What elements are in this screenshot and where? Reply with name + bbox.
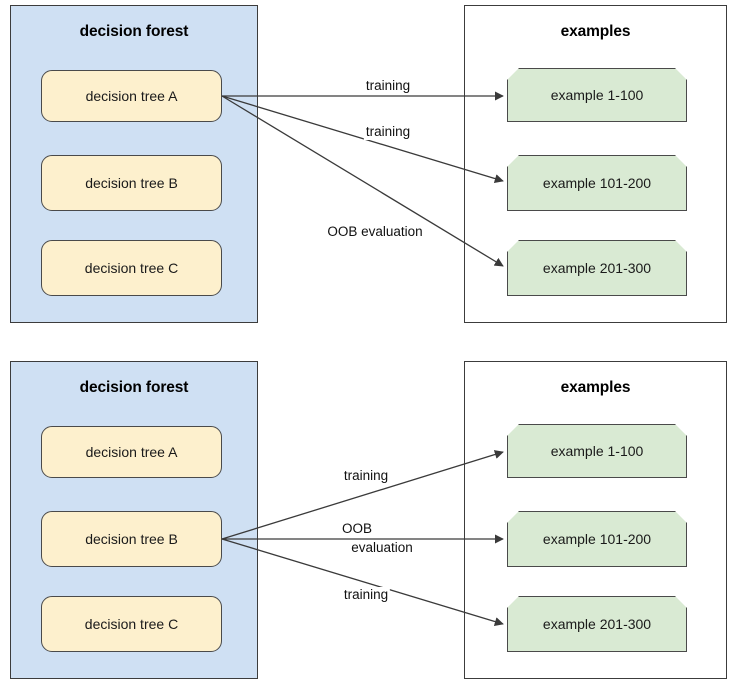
edge-label-oob: OOB bbox=[339, 521, 375, 537]
decision-forest-title: decision forest bbox=[79, 379, 189, 396]
examples-title: examples bbox=[560, 379, 631, 396]
decision-tree-c-node[interactable]: decision tree C bbox=[41, 240, 222, 296]
edge-label-oob-evaluation: OOB evaluation bbox=[325, 224, 425, 240]
edge-tree-a-to-example-101-200 bbox=[221, 95, 504, 183]
node-label: example 101-200 bbox=[542, 175, 652, 191]
edge-label-training-2: training bbox=[363, 124, 413, 140]
node-label: decision tree A bbox=[85, 444, 178, 460]
edge-label-training-2: training bbox=[341, 587, 391, 603]
example-1-100-node[interactable]: example 1-100 bbox=[507, 68, 687, 122]
node-label: example 201-300 bbox=[542, 616, 652, 632]
decision-tree-c-node[interactable]: decision tree C bbox=[41, 596, 222, 652]
edge-tree-a-to-example-201-300 bbox=[221, 95, 504, 267]
node-label: example 101-200 bbox=[542, 531, 652, 547]
node-label: decision tree C bbox=[84, 616, 179, 632]
decision-forest-title: decision forest bbox=[79, 23, 189, 40]
node-label: example 1-100 bbox=[550, 87, 644, 103]
edge-label-training-1: training bbox=[341, 468, 391, 484]
decision-tree-b-node[interactable]: decision tree B bbox=[41, 155, 222, 211]
node-label: decision tree B bbox=[85, 175, 178, 191]
decision-tree-a-node[interactable]: decision tree A bbox=[41, 70, 222, 122]
example-201-300-node[interactable]: example 201-300 bbox=[507, 240, 687, 296]
decision-tree-b-node[interactable]: decision tree B bbox=[41, 511, 222, 567]
example-1-100-node[interactable]: example 1-100 bbox=[507, 424, 687, 478]
examples-title: examples bbox=[560, 23, 631, 40]
node-label: example 201-300 bbox=[542, 260, 652, 276]
node-label: decision tree A bbox=[85, 88, 178, 104]
decision-tree-a-node[interactable]: decision tree A bbox=[41, 426, 222, 478]
example-201-300-node[interactable]: example 201-300 bbox=[507, 596, 687, 652]
node-label: example 1-100 bbox=[550, 443, 644, 459]
node-label: decision tree B bbox=[85, 531, 178, 547]
edge-label-evaluation: evaluation bbox=[349, 540, 415, 556]
edge-label-training-1: training bbox=[363, 78, 413, 94]
example-101-200-node[interactable]: example 101-200 bbox=[507, 155, 687, 211]
example-101-200-node[interactable]: example 101-200 bbox=[507, 511, 687, 567]
node-label: decision tree C bbox=[84, 260, 179, 276]
